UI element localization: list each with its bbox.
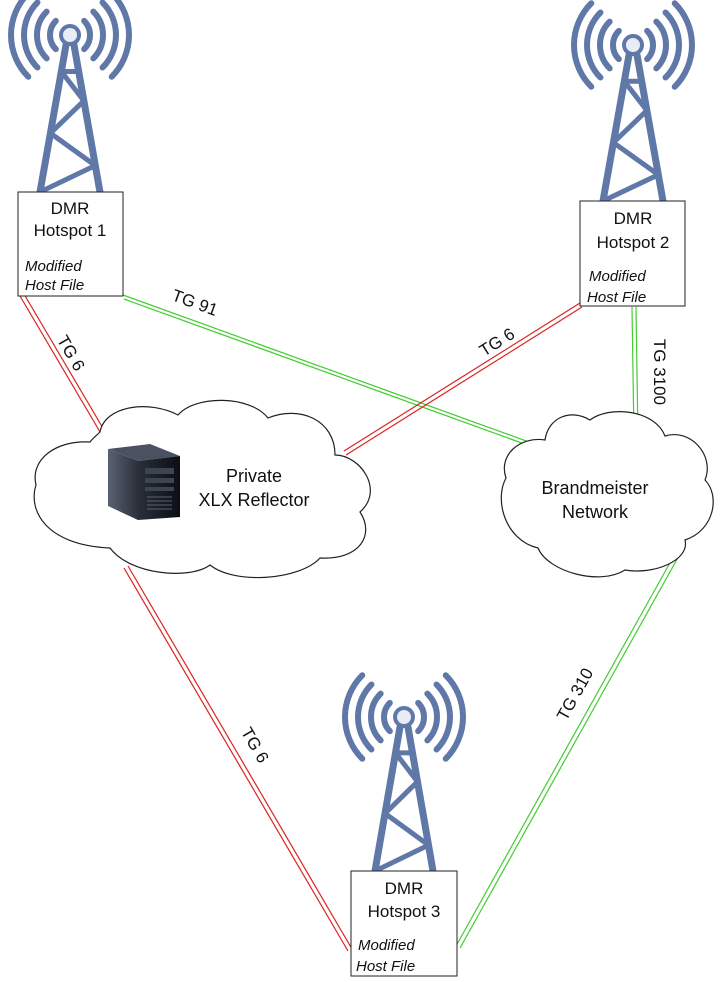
- cloud-xlx-line2: XLX Reflector: [198, 490, 309, 510]
- hotspot-2-title-line1: DMR: [614, 209, 653, 228]
- link-label-xlx-hs3: TG 6: [237, 724, 272, 766]
- cloud-xlx-reflector: Private XLX Reflector: [33, 399, 371, 579]
- hotspot-2-title-line2: Hotspot 2: [597, 233, 670, 252]
- link-label-hs2-bm: TG 3100: [650, 339, 669, 405]
- hotspot-1-title-line2: Hotspot 1: [34, 221, 107, 240]
- tower-icon-hotspot-1: [8, 0, 132, 196]
- hotspot-3-note-line2: Host File: [356, 958, 415, 975]
- hotspot-2-note-line2: Host File: [587, 289, 646, 306]
- hotspot-3-title-line2: Hotspot 3: [368, 902, 441, 921]
- hotspot-2-box: DMR Hotspot 2 Modified Host File: [579, 200, 686, 307]
- links-layer: TG 6 TG 91 TG 6 TG 3100 TG 6 TG 310: [19, 286, 681, 952]
- tower-icon-hotspot-3: [342, 672, 466, 875]
- hotspot-3-title-line1: DMR: [385, 879, 424, 898]
- server-icon: [108, 444, 180, 520]
- cloud-xlx-line1: Private: [226, 466, 282, 486]
- tower-icon-hotspot-2: [571, 0, 695, 205]
- link-xlx-hs3: TG 6: [123, 565, 353, 952]
- hotspot-1-box: DMR Hotspot 1 Modified Host File: [17, 191, 124, 297]
- link-bm-hs3: TG 310: [455, 551, 681, 949]
- hotspot-1-note-line2: Host File: [25, 277, 84, 294]
- hotspot-1-note-line1: Modified: [25, 258, 82, 275]
- hotspot-3-box: DMR Hotspot 3 Modified Host File: [350, 870, 458, 977]
- cloud-bm-line1: Brandmeister: [541, 478, 648, 498]
- link-hs1-xlx: TG 6: [19, 293, 108, 438]
- cloud-brandmeister: Brandmeister Network: [500, 411, 714, 578]
- hotspot-3-note-line1: Modified: [358, 937, 415, 954]
- hotspot-1-title-line1: DMR: [51, 199, 90, 218]
- hotspot-2-note-line1: Modified: [589, 268, 646, 285]
- cloud-bm-line2: Network: [562, 502, 629, 522]
